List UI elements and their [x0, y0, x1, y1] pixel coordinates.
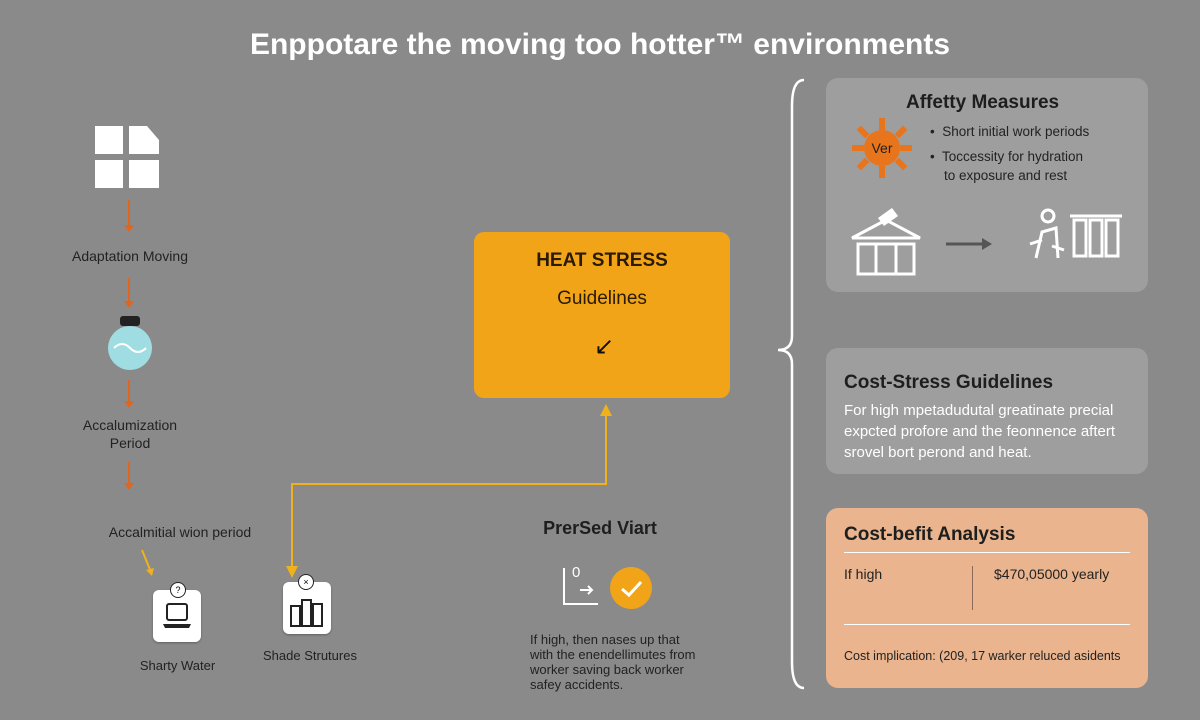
cost-benefit-footer: Cost implication: (209, 17 warker reluce… — [844, 649, 1121, 663]
divider — [844, 552, 1130, 553]
sun-gear-icon — [850, 116, 914, 180]
cost-stress-body: For high mpetadudutal greatinate precial… — [844, 402, 1116, 461]
heat-stress-subtitle: Guidelines — [557, 288, 647, 309]
shade-badge-icon: × — [298, 574, 314, 590]
cost-stress-title: Cost-Stress Guidelines — [844, 372, 1054, 393]
flow-arrow — [124, 200, 134, 232]
cost-benefit-left-label: If high — [844, 566, 883, 582]
heat-stress-box: HEAT STRESS Guidelines ↙ — [474, 232, 730, 398]
check-icon — [610, 567, 652, 609]
cost-benefit-card: Cost-befit Analysis If high $470,05000 y… — [826, 508, 1148, 688]
water-item-card — [153, 590, 201, 642]
flow-arrow — [124, 462, 134, 490]
sun-badge-label: Ver — [871, 140, 893, 156]
divider — [844, 624, 1130, 625]
cost-benefit-title: Cost-befit Analysis — [844, 524, 1016, 545]
step-acclimatization-label: Accalumization Period — [82, 417, 178, 451]
chart-icon — [560, 566, 602, 608]
safety-bullet-2: • Toccessity for hydration to exposure a… — [930, 149, 1084, 183]
flow-arrow — [124, 380, 134, 408]
cost-stress-card: Cost-Stress Guidelines For high mpetadud… — [826, 348, 1148, 474]
column-divider — [972, 566, 973, 610]
safety-title: Affetty Measures — [906, 92, 1060, 113]
preset-title: PrerSed Viart — [543, 518, 657, 538]
preset-text: If high, then nases up that with the ene… — [530, 632, 696, 692]
item-shade-label: Shade Strutures — [263, 648, 357, 663]
shade-item-card — [283, 582, 331, 634]
grid-icon — [95, 126, 161, 190]
water-drop-icon — [106, 314, 154, 374]
item-water-label: Sharty Water — [139, 658, 216, 673]
laptop-icon — [163, 603, 191, 628]
safety-measures-card: Affetty Measures Ver • Short initial wor… — [826, 78, 1148, 292]
right-bracket — [777, 78, 805, 690]
step-adaptation-label: Adaptation Moving — [72, 248, 188, 264]
water-badge-icon: ? — [170, 582, 186, 598]
page-title: Enppotare the moving too hotter™ environ… — [249, 28, 951, 61]
diagonal-arrow — [138, 548, 158, 578]
flow-arrow — [124, 278, 134, 308]
worker-bottles-icon — [1022, 198, 1126, 278]
cost-benefit-value: $470,05000 yearly — [994, 566, 1110, 582]
arrow-down-left-icon: ↙ — [593, 333, 615, 360]
right-arrow-icon — [944, 236, 994, 252]
heat-stress-title: HEAT STRESS — [536, 250, 668, 271]
safety-bullet-1: • Short initial work periods — [930, 124, 1090, 139]
shelter-icon — [848, 204, 924, 278]
bottles-icon — [290, 599, 323, 627]
step-period-label: Accalmitial wion period — [108, 524, 252, 540]
connector-line — [286, 404, 612, 578]
preset-number: 0 — [572, 564, 581, 581]
